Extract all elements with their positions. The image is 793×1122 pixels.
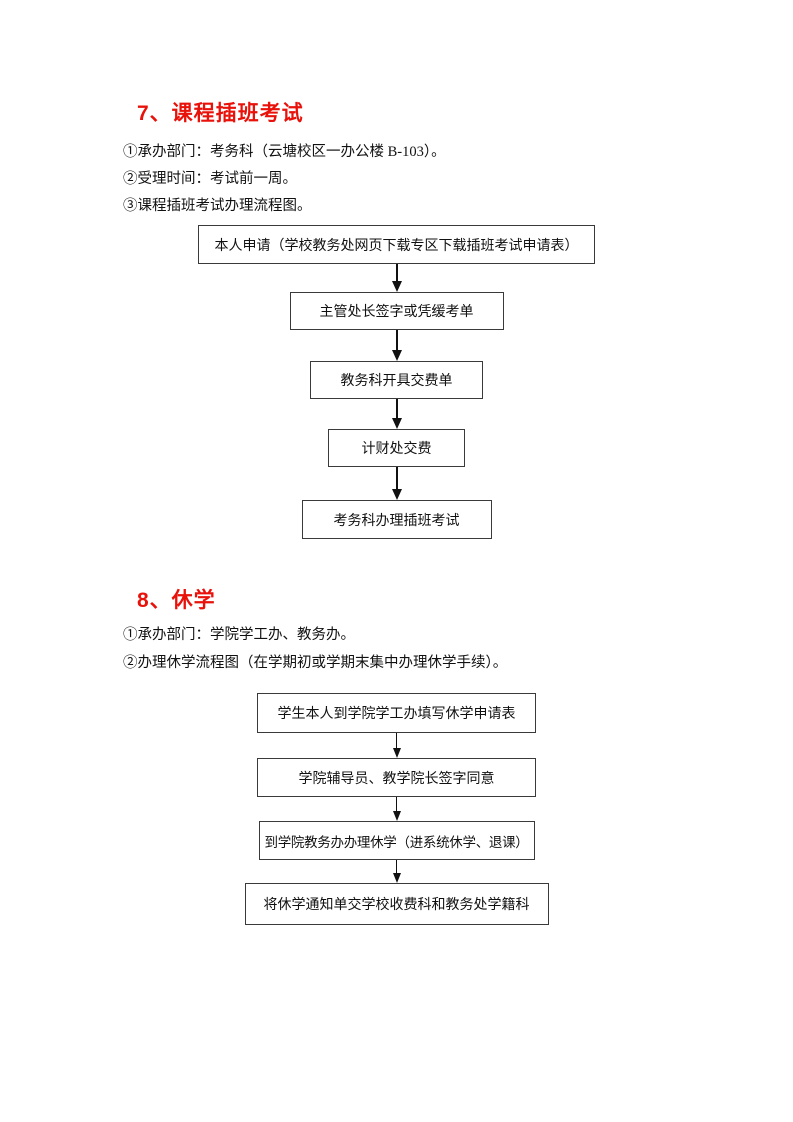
flowchart-suspension: 学生本人到学院学工办填写休学申请表 学院辅导员、教学院长签字同意 到学院教务办办… (0, 693, 793, 925)
arrow-stem (395, 467, 398, 489)
arrow-stem (395, 264, 398, 281)
arrow-head (392, 873, 401, 883)
section-8-paragraphs: ①承办部门：学院学工办、教务办。 ②办理休学流程图（在学期初或学期末集中办理休学… (123, 621, 507, 677)
flow-step-box: 主管处长签字或凭缓考单 (289, 292, 504, 330)
paragraph-department: ①承办部门：学院学工办、教务办。 (123, 627, 355, 643)
down-arrow-icon (391, 264, 402, 292)
flow-step-box: 计财处交费 (328, 429, 465, 467)
down-arrow-icon (392, 797, 401, 821)
arrow-stem (395, 797, 398, 811)
arrow-stem (395, 860, 398, 873)
arrow-head (391, 489, 402, 500)
section-7-heading: 7、课程插班考试 (137, 102, 304, 125)
flow-step-box: 考务科办理插班考试 (301, 500, 492, 539)
down-arrow-icon (391, 330, 402, 361)
flow-step-box: 将休学通知单交学校收费科和教务处学籍科 (244, 883, 549, 925)
arrow-head (391, 418, 402, 429)
paragraph-flowchart-intro: ③课程插班考试办理流程图。 (123, 198, 312, 214)
arrow-stem (395, 733, 398, 748)
arrow-head (392, 748, 401, 758)
down-arrow-icon (392, 733, 401, 758)
arrow-stem (395, 330, 398, 350)
down-arrow-icon (391, 399, 402, 429)
flow-step-box: 本人申请（学校教务处网页下载专区下载插班考试申请表） (198, 225, 595, 264)
down-arrow-icon (392, 860, 401, 883)
flowchart-course-makeup-exam: 本人申请（学校教务处网页下载专区下载插班考试申请表） 主管处长签字或凭缓考单 教… (0, 225, 793, 539)
section-8-heading: 8、休学 (137, 589, 216, 612)
flow-step-box: 教务科开具交费单 (310, 361, 483, 399)
arrow-head (391, 350, 402, 361)
paragraph-accept-time: ②受理时间：考试前一周。 (123, 171, 297, 187)
arrow-head (392, 811, 401, 821)
flow-step-box: 学生本人到学院学工办填写休学申请表 (257, 693, 536, 733)
arrow-stem (395, 399, 398, 418)
flow-step-box: 学院辅导员、教学院长签字同意 (257, 758, 536, 797)
paragraph-flowchart-intro: ②办理休学流程图（在学期初或学期末集中办理休学手续）。 (123, 655, 508, 671)
paragraph-department: ①承办部门：考务科（云塘校区一办公楼 B-103）。 (123, 144, 446, 160)
arrow-head (391, 281, 402, 292)
section-7-paragraphs: ①承办部门：考务科（云塘校区一办公楼 B-103）。 ②受理时间：考试前一周。 … (123, 139, 446, 220)
down-arrow-icon (391, 467, 402, 500)
flow-step-box: 到学院教务办办理休学（进系统休学、退课） (258, 821, 535, 860)
